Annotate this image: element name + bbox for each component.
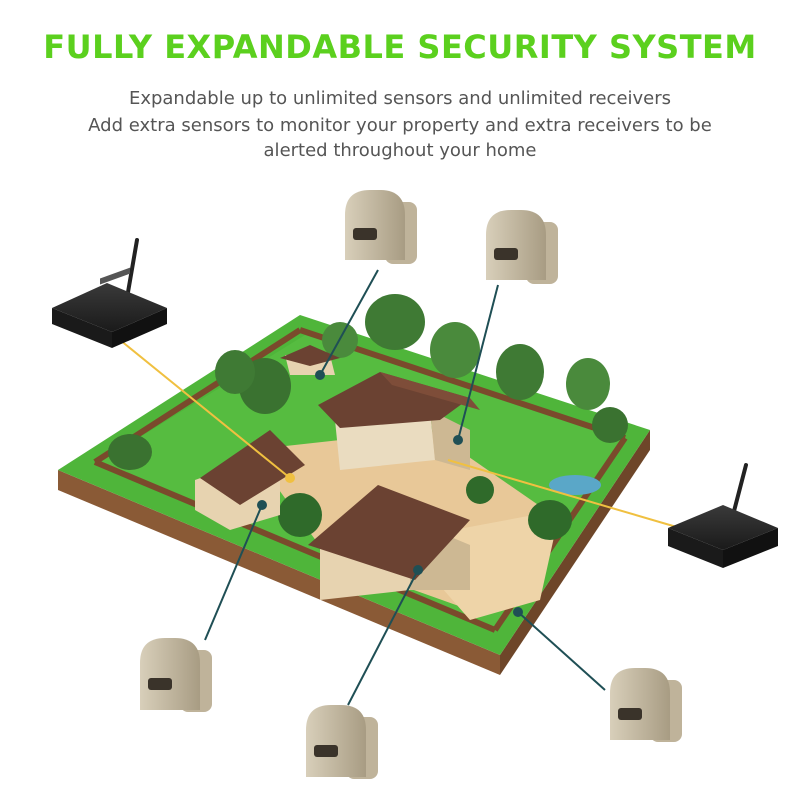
headline: FULLY EXPANDABLE SECURITY SYSTEM (43, 28, 757, 66)
subtitle-line-3: alerted throughout your home (263, 140, 537, 161)
receiver-icon (52, 238, 167, 348)
motion-sensor-icon (140, 638, 212, 712)
motion-sensor-icon (486, 210, 558, 284)
sensor-connection-lines (204, 269, 606, 706)
subtitle-line-2: Add extra sensors to monitor your proper… (88, 115, 712, 136)
buildings (195, 345, 480, 600)
motion-sensor-icon (306, 705, 378, 779)
connection-dots (257, 370, 523, 617)
receiver-connection-lines (119, 339, 681, 529)
subtitle-line-1: Expandable up to unlimited sensors and u… (128, 88, 672, 109)
receiver-icon (668, 463, 778, 568)
motion-sensor-icon (345, 190, 417, 264)
motion-sensor-icon (610, 668, 682, 742)
pond (549, 475, 601, 495)
